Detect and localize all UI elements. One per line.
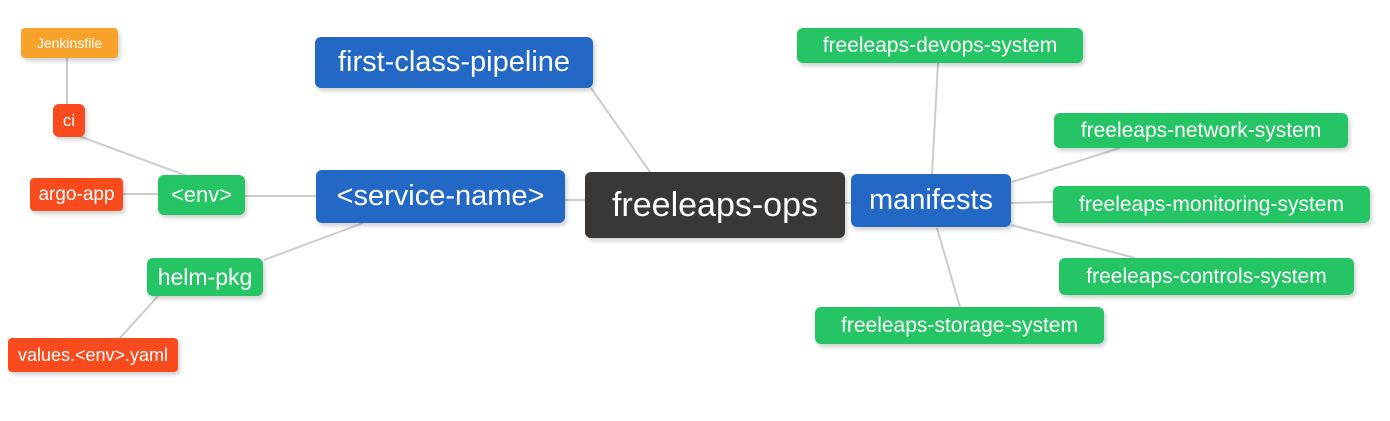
edge-manifests-monitoring (1010, 201, 1054, 204)
node-values-env-yaml[interactable]: values.<env>.yaml (8, 338, 178, 372)
node-argo-app[interactable]: argo-app (30, 178, 123, 211)
node-freeleaps-devops-system[interactable]: freeleaps-devops-system (797, 28, 1083, 63)
node-service-name[interactable]: <service-name> (316, 170, 565, 223)
edge-manifests-storage (936, 227, 961, 308)
edge-service-name-helm-pkg (263, 222, 364, 261)
node-freeleaps-controls-system[interactable]: freeleaps-controls-system (1059, 258, 1354, 295)
edge-manifests-devops (931, 62, 939, 175)
node-freeleaps-monitoring-system[interactable]: freeleaps-monitoring-system (1053, 186, 1370, 223)
node-jenkinsfile[interactable]: Jenkinsfile (21, 28, 118, 58)
edge-pipeline-freeleaps-ops (590, 87, 651, 173)
node-freeleaps-storage-system[interactable]: freeleaps-storage-system (815, 307, 1104, 344)
edge-manifests-controls (1010, 224, 1136, 259)
node-ci[interactable]: ci (53, 104, 85, 137)
edge-ci-env (75, 134, 191, 178)
node-helm-pkg[interactable]: helm-pkg (147, 258, 263, 296)
edge-helm-pkg-values (119, 295, 159, 339)
node-freeleaps-ops[interactable]: freeleaps-ops (585, 172, 845, 238)
node-freeleaps-network-system[interactable]: freeleaps-network-system (1054, 113, 1348, 148)
edge-manifests-network (1011, 147, 1121, 183)
node-first-class-pipeline[interactable]: first-class-pipeline (315, 37, 593, 88)
node-manifests[interactable]: manifests (851, 174, 1011, 227)
node-env[interactable]: <env> (158, 175, 245, 215)
